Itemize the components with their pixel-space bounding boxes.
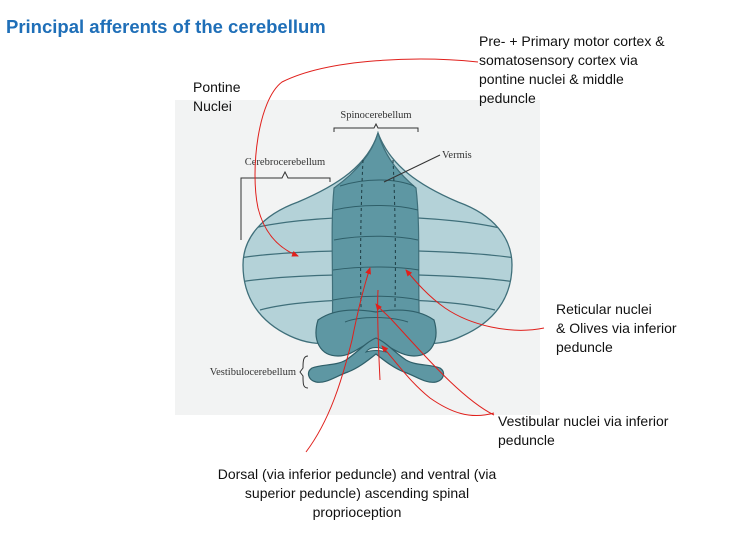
spinocerebellum-label: Spinocerebellum	[340, 110, 411, 121]
reticular-annotation: Reticular nuclei & Olives via inferior p…	[556, 301, 677, 355]
spinal-arrow-2	[377, 289, 381, 381]
reticular-arrow	[405, 269, 545, 331]
pontine-nuclei-annotation: Pontine Nuclei	[193, 79, 241, 114]
spinocerebellum-bracket	[333, 122, 419, 132]
cerebrocerebellum-bracket	[240, 170, 331, 240]
vestibular-arrow-1	[381, 345, 495, 417]
flocculonodular-lobe	[307, 337, 445, 383]
vermis-folia	[332, 179, 420, 301]
afferent-arrows	[254, 58, 545, 453]
spinal-arrow-1	[305, 267, 371, 453]
motor-cortex-annotation: Pre- + Primary motor cortex & somatosens…	[479, 33, 665, 106]
slide-title: Principal afferents of the cerebellum	[6, 16, 326, 37]
vermis-pointer	[383, 154, 441, 183]
cerebrocerebellum-label: Cerebrocerebellum	[245, 157, 325, 168]
motor-cortex-arrow	[254, 58, 479, 257]
spinal-annotation: Dorsal (via inferior peduncle) and ventr…	[217, 466, 497, 520]
vestibular-arrow-2	[375, 303, 495, 416]
vermis-label: Vermis	[442, 150, 472, 161]
vestibulocerebellum-label: Vestibulocerebellum	[210, 367, 296, 378]
vestibulocerebellum-brace	[299, 355, 309, 389]
vestibular-annotation: Vestibular nuclei via inferior peduncle	[498, 413, 669, 448]
